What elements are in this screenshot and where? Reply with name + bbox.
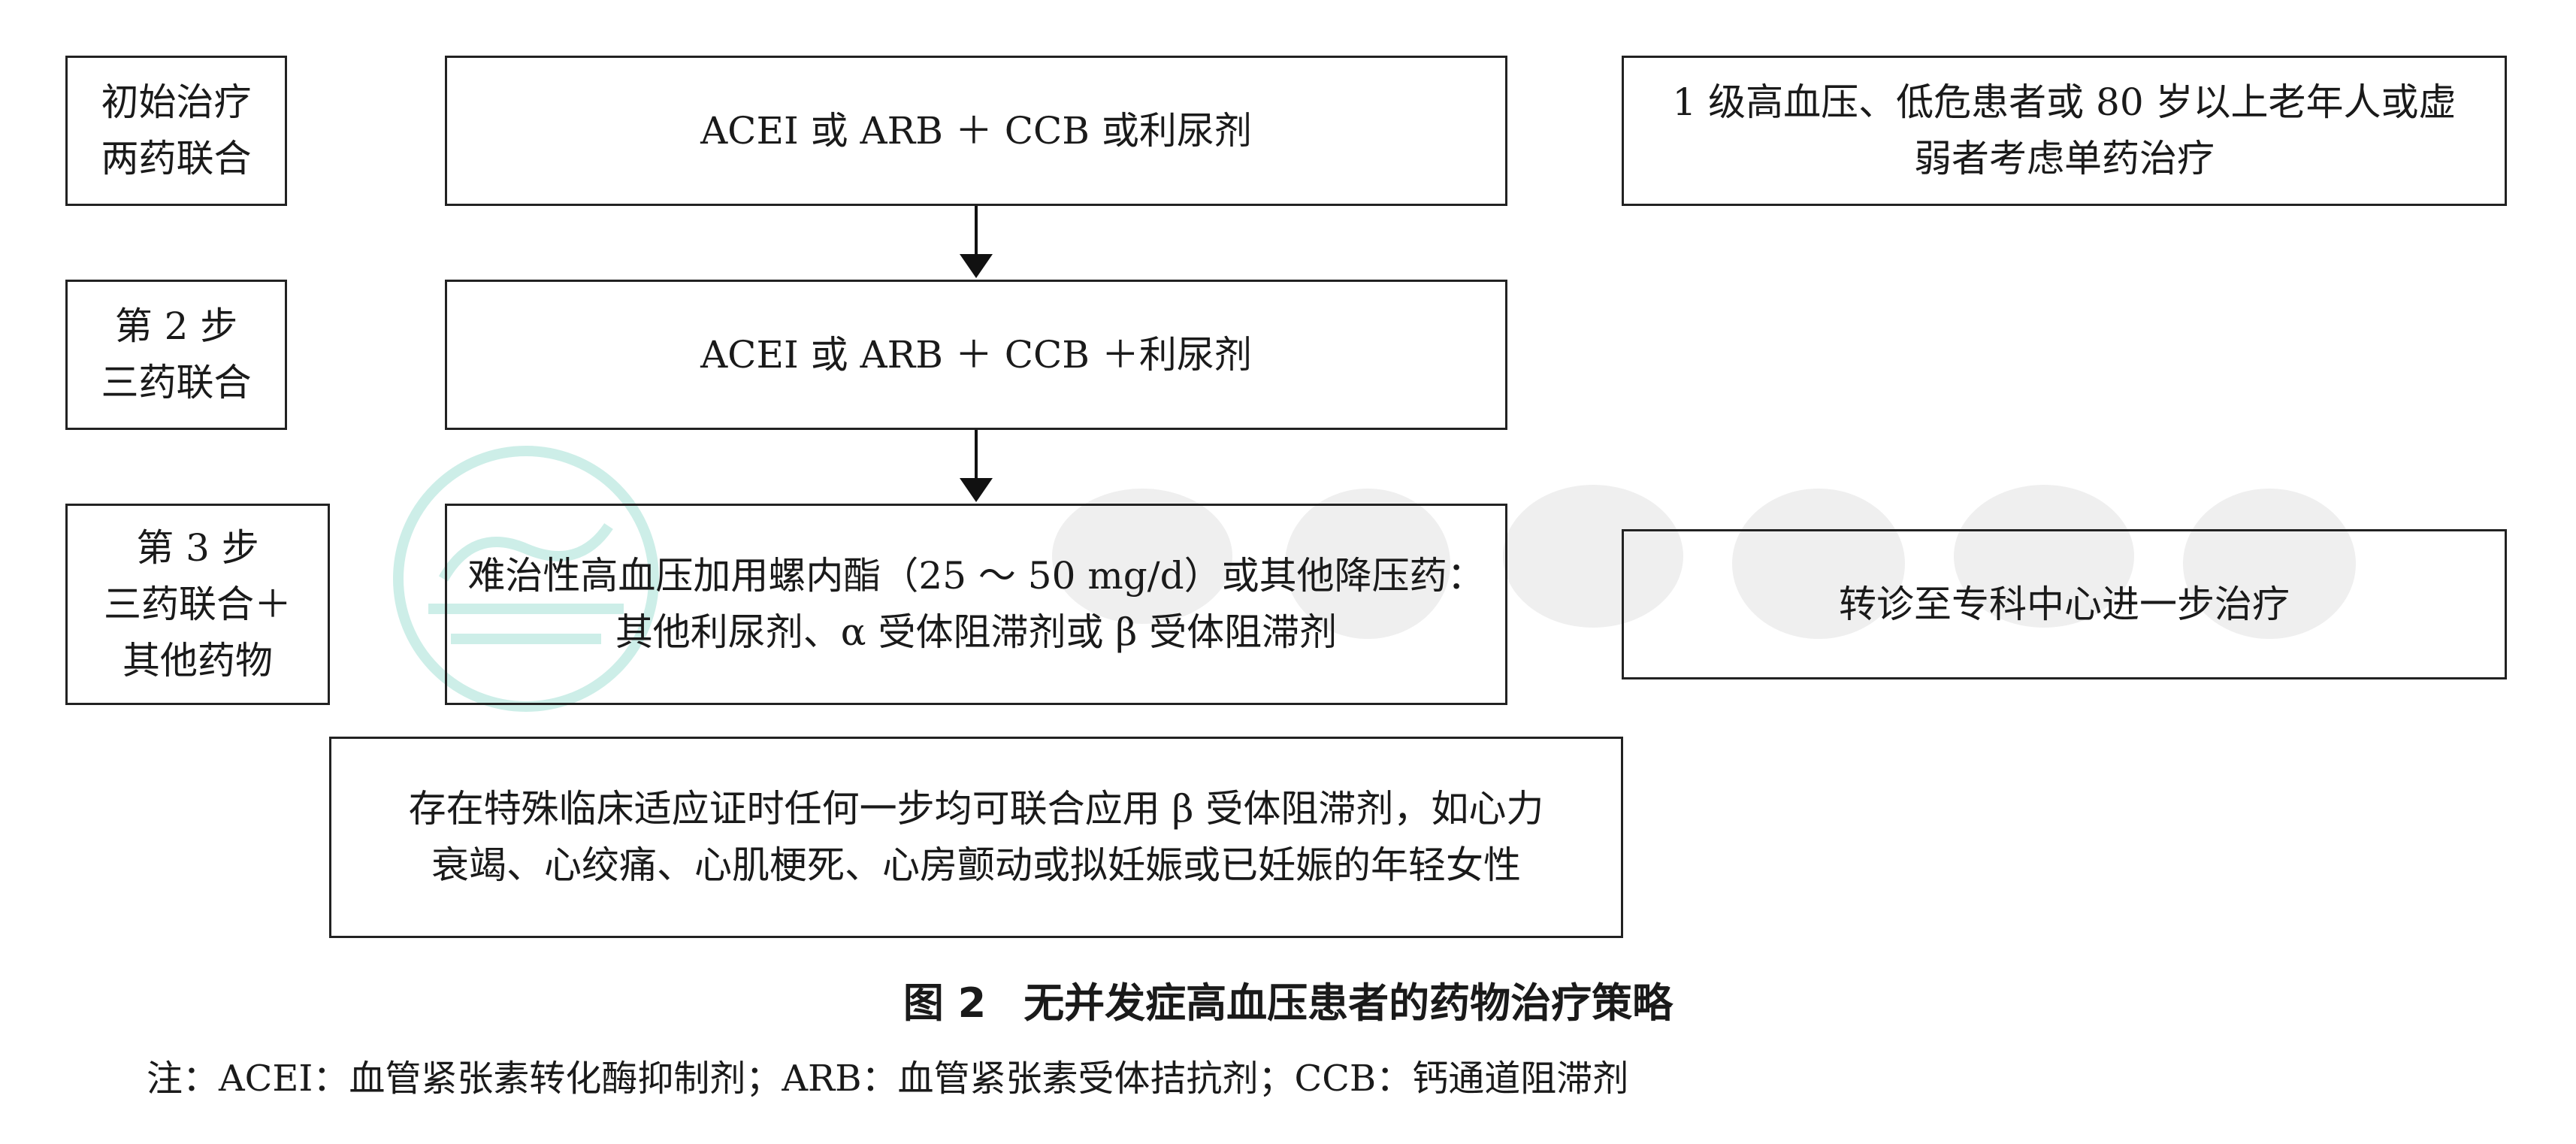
figure-number: 图 2: [903, 979, 987, 1027]
step2-label: 第 2 步 三药联合: [101, 304, 252, 404]
step3-treatment-box: 难治性高血压加用螺内酯（25 ～ 50 mg/d）或其他降压药： 其他利尿剂、α…: [445, 504, 1507, 705]
step2-label-box: 第 2 步 三药联合: [65, 280, 287, 430]
step1-label: 初始治疗 两药联合: [101, 80, 252, 180]
step2-treatment-text: ACEI 或 ARB ＋ CCB ＋利尿剂: [700, 332, 1252, 377]
figure-title: 无并发症高血压患者的药物治疗策略: [1023, 979, 1673, 1027]
step1-side-note-text: 1 级高血压、低危患者或 80 岁以上老年人或虚 弱者考虑单药治疗: [1672, 80, 2457, 180]
figure-caption: 图 2 无并发症高血压患者的药物治疗策略: [0, 970, 2576, 1029]
step3-side-note-text: 转诊至专科中心进一步治疗: [1839, 582, 2290, 626]
arrowhead-step1-to-step2: [960, 254, 993, 278]
step1-treatment-box: ACEI 或 ARB ＋ CCB 或利尿剂: [445, 56, 1507, 206]
abbreviation-note: 注：ACEI：血管紧张素转化酶抑制剂；ARB：血管紧张素受体拮抗剂；CCB：钙通…: [147, 1058, 1629, 1100]
special-indications-text: 存在特殊临床适应证时任何一步均可联合应用 β 受体阻滞剂，如心力 衰竭、心绞痛、…: [408, 787, 1544, 887]
special-indications-box: 存在特殊临床适应证时任何一步均可联合应用 β 受体阻滞剂，如心力 衰竭、心绞痛、…: [329, 737, 1623, 938]
arrow-step2-to-step3: [975, 430, 978, 480]
step1-side-note-box: 1 级高血压、低危患者或 80 岁以上老年人或虚 弱者考虑单药治疗: [1622, 56, 2507, 206]
step3-treatment-text: 难治性高血压加用螺内酯（25 ～ 50 mg/d）或其他降压药： 其他利尿剂、α…: [467, 554, 1485, 654]
step2-treatment-box: ACEI 或 ARB ＋ CCB ＋利尿剂: [445, 280, 1507, 430]
arrowhead-step2-to-step3: [960, 478, 993, 502]
step3-label: 第 3 步 三药联合＋ 其他药物: [104, 525, 292, 682]
arrow-step1-to-step2: [975, 206, 978, 256]
step3-side-note-box: 转诊至专科中心进一步治疗: [1622, 529, 2507, 679]
step1-treatment-text: ACEI 或 ARB ＋ CCB 或利尿剂: [700, 108, 1252, 153]
step3-label-box: 第 3 步 三药联合＋ 其他药物: [65, 504, 330, 705]
step1-label-box: 初始治疗 两药联合: [65, 56, 287, 206]
